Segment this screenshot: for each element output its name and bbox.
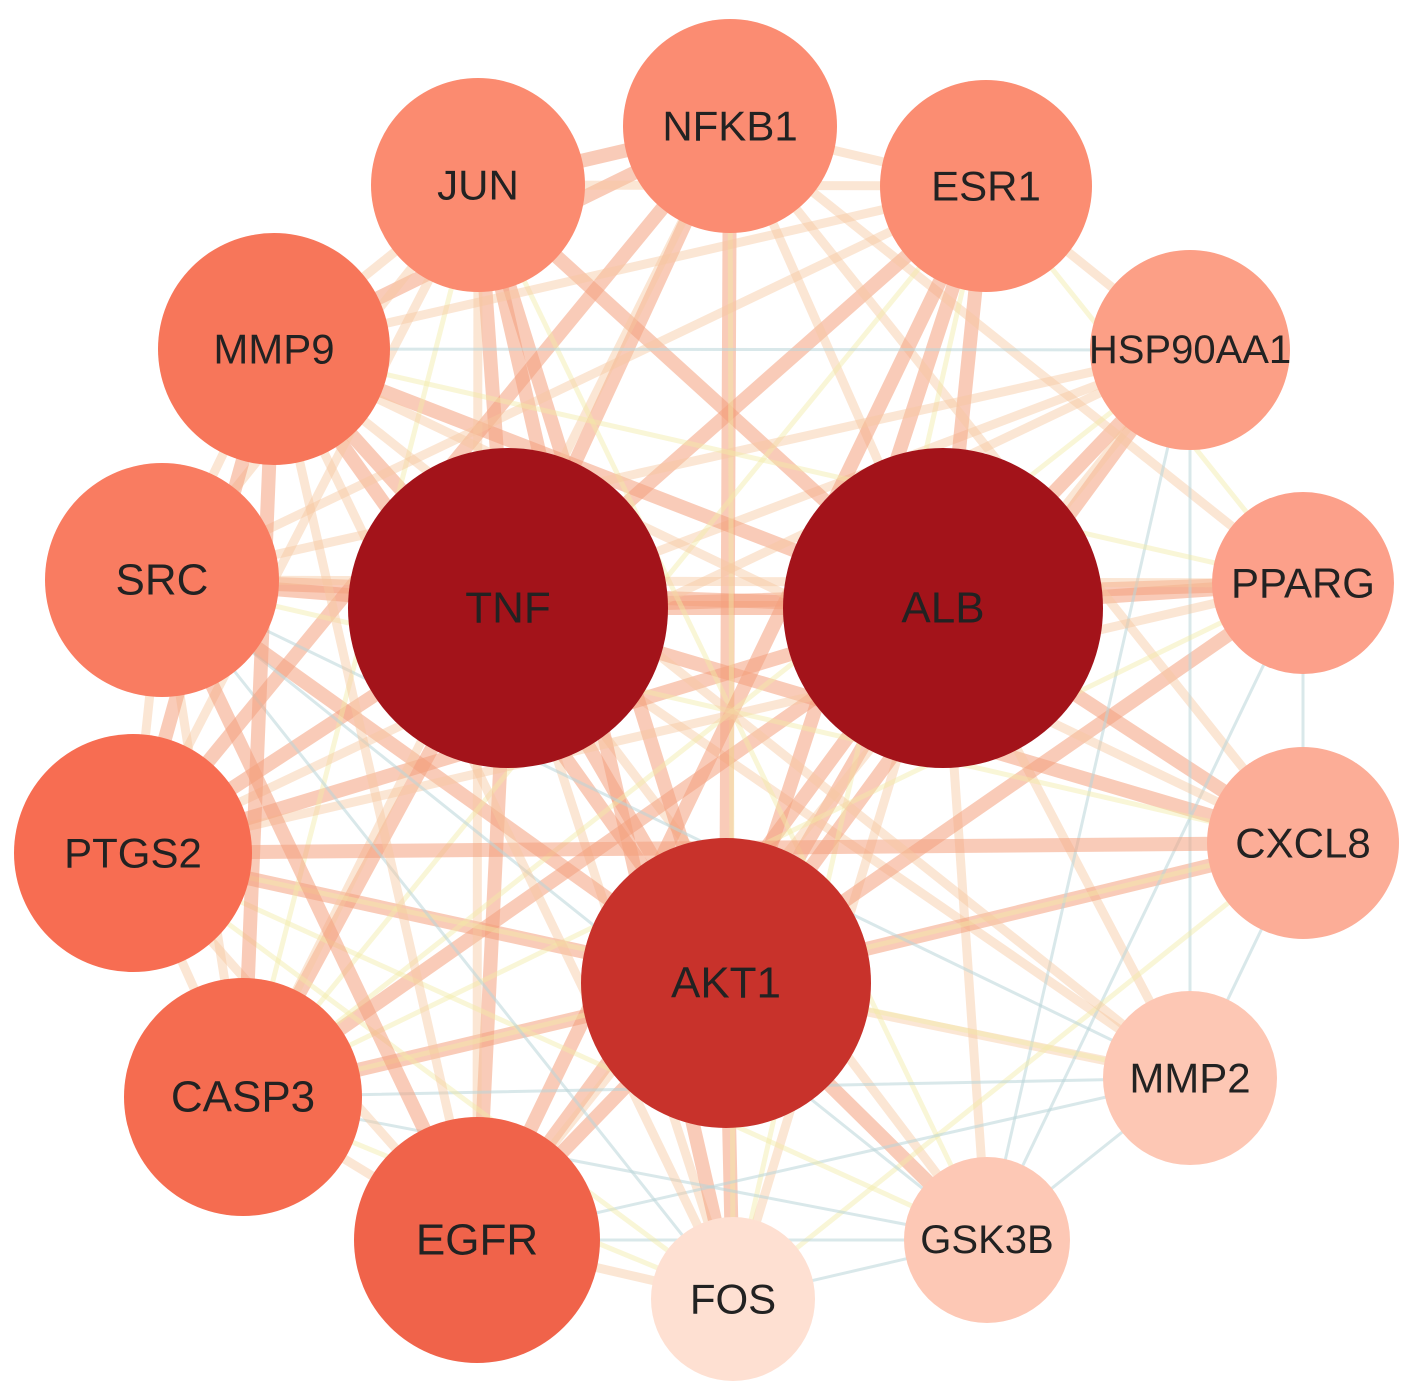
node-circle-tnf[interactable] bbox=[348, 448, 668, 768]
node-ptgs2[interactable]: PTGS2 bbox=[14, 734, 252, 972]
node-egfr[interactable]: EGFR bbox=[354, 1117, 600, 1363]
node-mmp2[interactable]: MMP2 bbox=[1103, 991, 1277, 1165]
node-circle-hsp90aa1[interactable] bbox=[1090, 250, 1290, 450]
node-label-pparg: PPARG bbox=[1231, 560, 1375, 607]
node-mmp9[interactable]: MMP9 bbox=[158, 233, 390, 465]
node-circle-esr1[interactable] bbox=[880, 80, 1092, 292]
node-alb[interactable]: ALB bbox=[783, 448, 1103, 768]
edge-hsp90aa1-mmp9 bbox=[272, 347, 1192, 352]
node-label-fos: FOS bbox=[690, 1276, 776, 1323]
edge-pparg-ptgs2 bbox=[128, 578, 1308, 858]
edge-pparg-mmp9 bbox=[271, 346, 1306, 586]
node-gsk3b[interactable]: GSK3B bbox=[904, 1157, 1070, 1323]
node-pparg[interactable]: PPARG bbox=[1212, 492, 1394, 674]
node-circle-casp3[interactable] bbox=[124, 978, 362, 1216]
node-circle-pparg[interactable] bbox=[1212, 492, 1394, 674]
node-label-cxcl8: CXCL8 bbox=[1235, 820, 1370, 867]
node-esr1[interactable]: ESR1 bbox=[880, 80, 1092, 292]
edge-pparg-casp3 bbox=[240, 580, 1306, 1100]
edge-nfkb1-pparg bbox=[725, 121, 1308, 588]
edge-fos-mmp9 bbox=[269, 344, 738, 1304]
node-casp3[interactable]: CASP3 bbox=[124, 978, 362, 1216]
node-circle-akt1[interactable] bbox=[581, 838, 871, 1128]
node-label-tnf: TNF bbox=[465, 584, 551, 633]
node-circle-nfkb1[interactable] bbox=[623, 19, 837, 233]
node-tnf[interactable]: TNF bbox=[348, 448, 668, 768]
node-label-hsp90aa1: HSP90AA1 bbox=[1089, 328, 1291, 372]
edge-gsk3b-casp3 bbox=[241, 1095, 989, 1242]
edge-hsp90aa1-gsk3b bbox=[985, 348, 1192, 1242]
edge-hsp90aa1-src bbox=[157, 345, 1195, 585]
edge-esr1-mmp9 bbox=[269, 181, 991, 354]
node-circle-mmp2[interactable] bbox=[1103, 991, 1277, 1165]
node-circle-alb[interactable] bbox=[783, 448, 1103, 768]
node-label-gsk3b: GSK3B bbox=[920, 1218, 1053, 1262]
edge-pparg-src bbox=[157, 575, 1308, 588]
edge-pparg-gsk3b bbox=[985, 581, 1305, 1242]
node-circle-ptgs2[interactable] bbox=[14, 734, 252, 972]
node-label-casp3: CASP3 bbox=[171, 1073, 315, 1122]
node-nfkb1[interactable]: NFKB1 bbox=[623, 19, 837, 233]
node-fos[interactable]: FOS bbox=[651, 1217, 815, 1381]
node-label-alb: ALB bbox=[901, 584, 984, 633]
edge-casp3-mmp9 bbox=[236, 342, 281, 1104]
node-label-mmp9: MMP9 bbox=[213, 326, 334, 373]
edge-fos-ptgs2 bbox=[130, 850, 736, 1302]
edge-esr1-src bbox=[157, 181, 991, 585]
edge-cxcl8-fos bbox=[730, 840, 1306, 1302]
edge-gsk3b-src bbox=[160, 578, 989, 1242]
node-label-jun: JUN bbox=[437, 162, 519, 209]
edge-esr1-egfr bbox=[470, 179, 993, 1247]
node-jun[interactable]: JUN bbox=[371, 78, 585, 292]
edge-gsk3b-ptgs2 bbox=[130, 850, 990, 1243]
node-label-nfkb1: NFKB1 bbox=[662, 103, 797, 150]
node-circle-jun[interactable] bbox=[371, 78, 585, 292]
node-circle-cxcl8[interactable] bbox=[1207, 747, 1399, 939]
edge-egfr-mmp9 bbox=[269, 344, 482, 1245]
edge-mmp2-src bbox=[160, 578, 1192, 1080]
node-label-akt1: AKT1 bbox=[671, 959, 781, 1008]
node-circle-mmp9[interactable] bbox=[158, 233, 390, 465]
node-circle-src[interactable] bbox=[45, 463, 279, 697]
node-cxcl8[interactable]: CXCL8 bbox=[1207, 747, 1399, 939]
node-src[interactable]: SRC bbox=[45, 463, 279, 697]
node-circle-gsk3b[interactable] bbox=[904, 1157, 1070, 1323]
node-label-ptgs2: PTGS2 bbox=[64, 830, 202, 877]
node-label-egfr: EGFR bbox=[416, 1216, 538, 1265]
node-circle-fos[interactable] bbox=[651, 1217, 815, 1381]
node-label-mmp2: MMP2 bbox=[1129, 1055, 1250, 1102]
edge-hsp90aa1-egfr bbox=[472, 345, 1195, 1245]
edge-hsp90aa1-casp3 bbox=[240, 347, 1193, 1100]
edge-jun-ptgs2 bbox=[128, 180, 483, 858]
node-circle-egfr[interactable] bbox=[354, 1117, 600, 1363]
node-akt1[interactable]: AKT1 bbox=[581, 838, 871, 1128]
node-label-src: SRC bbox=[116, 556, 209, 605]
node-hsp90aa1[interactable]: HSP90AA1 bbox=[1089, 250, 1291, 450]
node-label-esr1: ESR1 bbox=[931, 163, 1041, 210]
